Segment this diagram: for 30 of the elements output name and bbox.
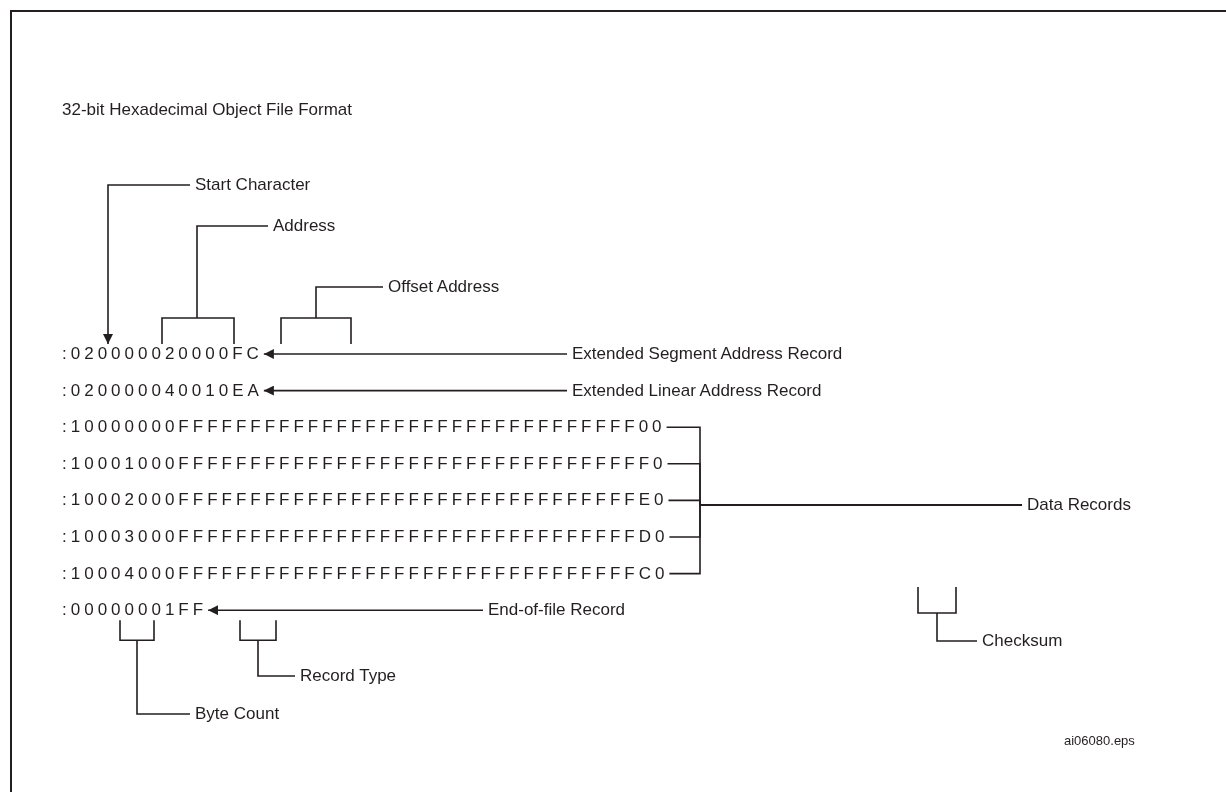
hex-record-line: :020000020000FC — [62, 344, 263, 364]
arrow — [103, 184, 191, 345]
callout-label: Extended Linear Address Record — [572, 380, 822, 401]
hex-record-line: :10000000FFFFFFFFFFFFFFFFFFFFFFFFFFFFFFFF00 — [62, 417, 666, 438]
hex-record-line: :00000001FF — [62, 600, 208, 621]
hex-record-line: :10001000FFFFFFFFFFFFFFFFFFFFFFFFFFFFFFFFF0 — [62, 453, 667, 474]
hex-record-line: :020000040010EA — [62, 380, 263, 401]
hex-record-line: :10004000FFFFFFFFFFFFFFFFFFFFFFFFFFFFFFFFC0 — [62, 563, 669, 584]
arrow — [207, 605, 484, 616]
leader-line — [668, 504, 1023, 575]
leader-line — [161, 225, 269, 345]
arrow — [263, 349, 568, 359]
hex-record-line: :10003000FFFFFFFFFFFFFFFFFFFFFFFFFFFFFFFFD0 — [62, 527, 669, 547]
callout-label: Checksum — [982, 631, 1063, 651]
leader-line — [119, 619, 191, 715]
callout-label: Offset Address — [388, 277, 500, 297]
heading-text: 32-bit Hexadecimal Object File Format — [62, 100, 353, 120]
arrow — [263, 385, 568, 396]
callout-label: End-of-file Record — [488, 600, 625, 621]
callout-label: Data Records — [1027, 495, 1131, 515]
callout-label: Record Type — [300, 666, 397, 686]
leader-line — [917, 586, 978, 642]
file-reference: ai06080.eps — [1064, 732, 1135, 750]
callout-label: Address — [273, 216, 336, 236]
callout-label: Byte Count — [195, 704, 280, 724]
callout-label: Extended Segment Address Record — [572, 344, 843, 364]
leader-line — [280, 286, 384, 345]
callout-label: Start Character — [195, 175, 311, 195]
hex-record-line: :10002000FFFFFFFFFFFFFFFFFFFFFFFFFFFFFFFFE0 — [62, 490, 668, 511]
leader-line — [239, 619, 296, 677]
